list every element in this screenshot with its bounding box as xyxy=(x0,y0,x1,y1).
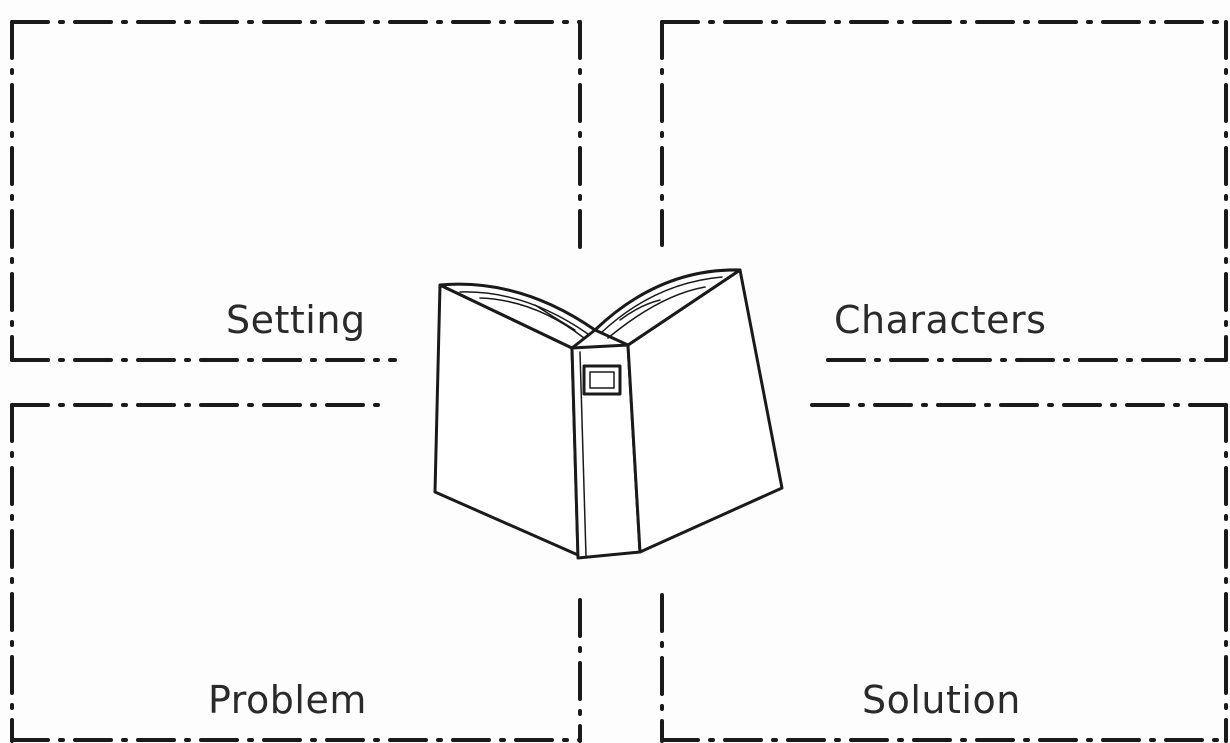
problem-label: Problem xyxy=(208,678,367,722)
characters-label: Characters xyxy=(834,298,1046,342)
setting-label: Setting xyxy=(226,298,366,342)
solution-label: Solution xyxy=(862,678,1021,722)
open-book-icon xyxy=(435,270,782,558)
